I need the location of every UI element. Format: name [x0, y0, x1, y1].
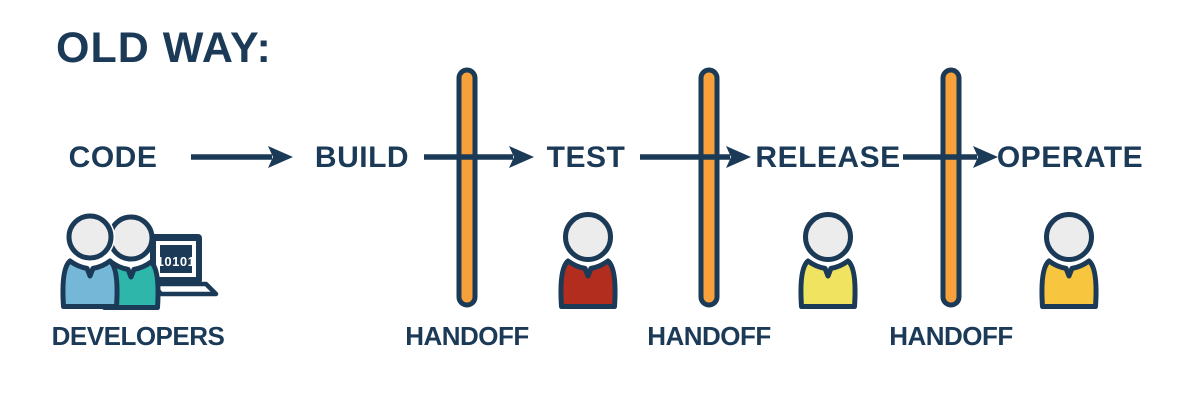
stage-label-release: RELEASE — [755, 141, 901, 174]
operator-person-icon — [1039, 210, 1099, 309]
diagram-title: OLD WAY: — [56, 24, 272, 72]
tester-head — [563, 212, 613, 262]
arrow-release-operate — [903, 146, 998, 168]
handoff-barrier-bars — [456, 67, 962, 308]
developer-front-head — [66, 213, 114, 261]
handoff-label-1: HANDOFF — [405, 321, 529, 351]
arrow-test-release — [640, 146, 751, 168]
release-person-icon — [798, 210, 858, 309]
release-person-head — [803, 212, 853, 262]
tester-person-icon — [558, 210, 618, 309]
stage-label-build: BUILD — [314, 141, 410, 174]
laptop-base — [150, 281, 219, 297]
handoff-label-2: HANDOFF — [647, 321, 771, 351]
handoff-bar-2 — [698, 67, 720, 308]
handoff-bar-3 — [940, 67, 962, 308]
handoff-label-3: HANDOFF — [889, 321, 1013, 351]
developer-back-head — [107, 214, 155, 262]
stage-label-operate: OPERATE — [996, 141, 1144, 174]
flow-arrows — [191, 146, 998, 168]
laptop-screen-code-text: 10101 — [157, 254, 196, 269]
developers-icon: 10101 — [60, 212, 219, 310]
stage-label-code: CODE — [68, 141, 158, 174]
operator-head — [1044, 212, 1094, 262]
handoff-bar-1 — [456, 67, 478, 308]
arrow-build-test — [424, 146, 534, 168]
arrow-code-build — [191, 146, 293, 168]
developers-label: DEVELOPERS — [51, 321, 225, 351]
stage-label-test: TEST — [546, 141, 626, 174]
developer-front-person — [60, 212, 120, 309]
laptop-screen — [160, 245, 192, 273]
